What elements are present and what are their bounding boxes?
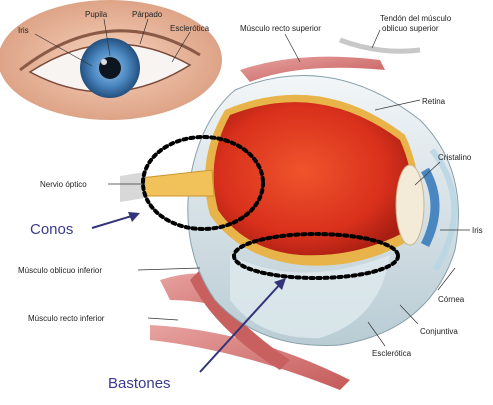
label-musculo-recto-inferior: Músculo recto inferior <box>28 314 105 323</box>
label-pupila: Pupila <box>85 10 108 19</box>
callout-conos: Conos <box>30 221 73 238</box>
label-musculo-recto-superior: Músculo recto superior <box>240 24 321 33</box>
label-cristalino: Cristalino <box>438 153 472 162</box>
callout-bastones: Bastones <box>108 375 171 392</box>
external-eye-illustration <box>0 0 222 120</box>
conos-arrow <box>92 212 140 228</box>
label-esclerotica-top: Esclerótica <box>170 24 210 33</box>
label-conjuntiva: Conjuntiva <box>420 327 458 336</box>
label-esclerotica-bottom: Esclerótica <box>372 349 412 358</box>
label-iris-right: Iris <box>472 226 483 235</box>
label-iris-top: Iris <box>18 26 29 35</box>
label-nervio-optico: Nervio óptico <box>40 180 87 189</box>
label-parpado: Párpado <box>132 10 163 19</box>
label-musculo-oblicuo-inferior: Músculo oblicuo inferior <box>18 266 102 275</box>
label-tendon: Tendón del músculo <box>380 14 452 23</box>
label-tendon-line2: oblicuo superior <box>382 24 439 33</box>
label-retina: Retina <box>422 97 446 106</box>
label-cornea: Córnea <box>438 295 465 304</box>
